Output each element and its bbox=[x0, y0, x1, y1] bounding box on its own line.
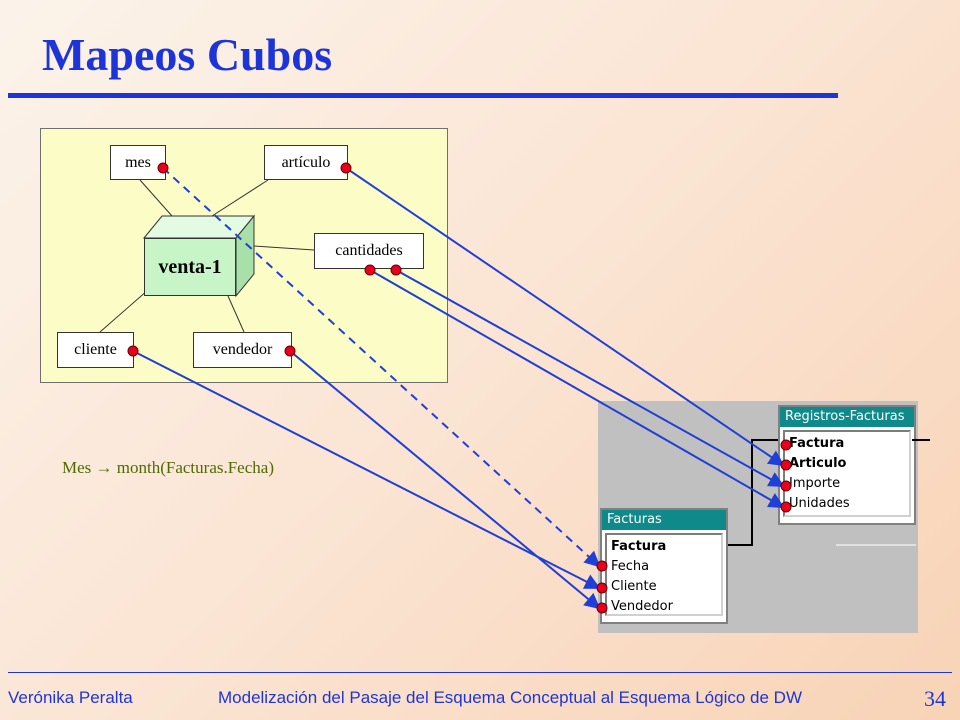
page-number: 34 bbox=[924, 686, 946, 711]
mapping-vendedor bbox=[289, 350, 601, 610]
dimension-mes: mes bbox=[110, 145, 166, 180]
field-facturas-vendedor: Vendedor bbox=[611, 599, 673, 614]
footer-author: Verónika Peralta bbox=[8, 688, 133, 707]
table-fields-facturas: Factura Fecha Cliente Vendedor bbox=[605, 533, 723, 616]
dimension-vendedor: vendedor bbox=[193, 332, 292, 368]
table-registros-facturas: Registros-Facturas Factura Articulo Impo… bbox=[778, 405, 916, 525]
table-title-facturas: Facturas bbox=[602, 510, 726, 530]
dimension-articulo: artículo bbox=[264, 145, 348, 180]
slide-title: Mapeos Cubos bbox=[42, 29, 333, 80]
field-facturas-factura: Factura bbox=[611, 539, 667, 554]
field-registros-factura: Factura bbox=[789, 436, 845, 451]
table-facturas: Facturas Factura Fecha Cliente Vendedor bbox=[600, 508, 728, 624]
dimension-cantidades: cantidades bbox=[314, 233, 424, 269]
fact-cube: venta-1 bbox=[144, 238, 236, 296]
footer-rule bbox=[8, 672, 952, 673]
field-facturas-cliente: Cliente bbox=[611, 579, 657, 594]
field-facturas-fecha: Fecha bbox=[611, 559, 650, 574]
mapping-formula: Mes → month(Facturas.Fecha) bbox=[62, 458, 274, 477]
table-fields-registros: Factura Articulo Importe Unidades bbox=[783, 430, 911, 517]
field-registros-articulo: Articulo bbox=[789, 456, 847, 471]
footer-course: Modelización del Pasaje del Esquema Conc… bbox=[218, 688, 803, 707]
field-registros-unidades: Unidades bbox=[789, 496, 850, 511]
table-title-registros: Registros-Facturas bbox=[780, 407, 914, 427]
field-registros-importe: Importe bbox=[789, 476, 841, 491]
dimension-cliente: cliente bbox=[57, 332, 134, 368]
title-underline bbox=[8, 93, 838, 98]
